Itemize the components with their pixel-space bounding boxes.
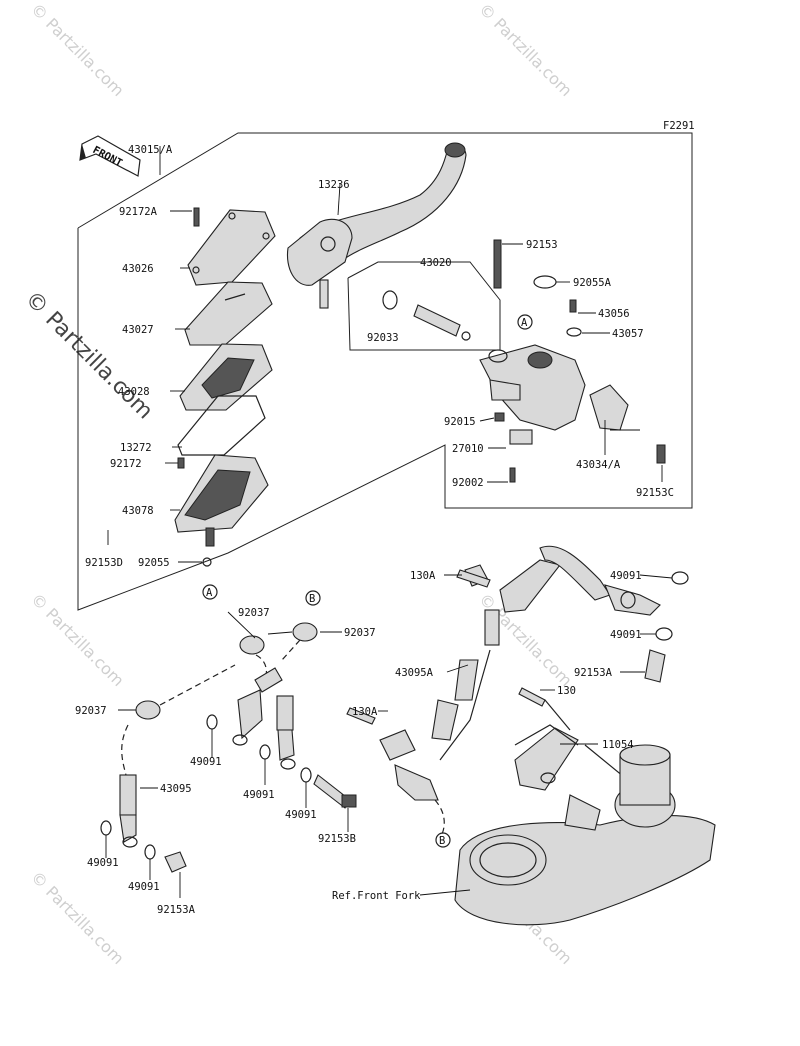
part-label-49091: 49091 <box>610 629 642 641</box>
callout-b: B <box>439 835 445 847</box>
part-label-43028: 43028 <box>118 386 150 398</box>
part-label-92055: 92055 <box>138 557 170 569</box>
brake-lever <box>286 142 467 309</box>
part-label-92055a: 92055A <box>573 277 612 289</box>
callout-a: A <box>206 587 213 599</box>
part-label-92153: 92153 <box>526 239 558 251</box>
part-label-92002: 92002 <box>452 477 484 489</box>
part-label-49091: 49091 <box>87 857 119 869</box>
callout-b-marks: B B <box>305 590 451 848</box>
part-label-49091: 49091 <box>128 881 160 893</box>
ref-front-fork-label: Ref.Front Fork <box>332 890 421 902</box>
part-label-92033: 92033 <box>367 332 399 344</box>
part-label-27010: 27010 <box>452 443 484 455</box>
callout-a-marks: A A <box>202 314 533 600</box>
part-label-130: 130 <box>557 685 576 697</box>
part-label-49091: 49091 <box>190 756 222 768</box>
part-label-43056: 43056 <box>598 308 630 320</box>
part-label-43020: 43020 <box>420 257 452 269</box>
part-label-92015: 92015 <box>444 416 476 428</box>
piston-assembly <box>382 290 471 341</box>
part-label-43015a: 43015/A <box>128 144 173 156</box>
part-label-43057: 43057 <box>612 328 644 340</box>
part-label-43026: 43026 <box>122 263 154 275</box>
part-label-49091: 49091 <box>610 570 642 582</box>
part-label-130a: 130A <box>352 706 378 718</box>
part-label-13236: 13236 <box>318 179 350 191</box>
part-label-92172: 92172 <box>110 458 142 470</box>
part-label-43095a: 43095A <box>395 667 434 679</box>
part-label-49091: 49091 <box>243 789 275 801</box>
part-label-92153a: 92153A <box>574 667 613 679</box>
upper-assembly-frame <box>77 132 693 611</box>
part-label-92153d: 92153D <box>85 557 123 569</box>
part-label-92153a: 92153A <box>157 904 196 916</box>
part-label-130a: 130A <box>410 570 436 582</box>
part-label-43034a: 43034/A <box>576 459 621 471</box>
watermark-text: © Partzilla.com <box>27 867 128 968</box>
part-label-13272: 13272 <box>120 442 152 454</box>
part-label-43027: 43027 <box>122 324 154 336</box>
right-hose-assembly <box>346 545 689 839</box>
part-label-49091: 49091 <box>285 809 317 821</box>
part-label-11054: 11054 <box>602 739 634 751</box>
part-label-92153b: 92153B <box>318 833 356 845</box>
part-label-43095: 43095 <box>160 783 192 795</box>
part-label-92172a: 92172A <box>119 206 158 218</box>
figure-code: F2291 <box>663 120 695 132</box>
front-fork-triple-clamp <box>454 744 716 926</box>
part-labels: 43015/A 13236 92172A 43026 43027 43028 1… <box>75 144 674 916</box>
part-label-92153c: 92153C <box>636 487 674 499</box>
part-label-92037: 92037 <box>344 627 376 639</box>
callout-b: B <box>309 593 315 605</box>
watermark-text-large: © Partzilla.com <box>20 287 158 425</box>
front-arrow-marker: FRONT <box>79 135 141 177</box>
part-label-92037: 92037 <box>238 607 270 619</box>
piston-subassembly-frame <box>347 261 501 351</box>
master-cylinder-body <box>479 239 666 483</box>
watermark-text: © Partzilla.com <box>27 0 128 100</box>
part-label-92037: 92037 <box>75 705 107 717</box>
reservoir-cap-stack <box>174 207 276 547</box>
watermark-text: © Partzilla.com <box>475 0 576 100</box>
callout-a: A <box>521 317 528 329</box>
lower-left-hose-assembly <box>100 622 357 873</box>
leader-lines <box>105 146 673 898</box>
part-label-43078: 43078 <box>122 505 154 517</box>
